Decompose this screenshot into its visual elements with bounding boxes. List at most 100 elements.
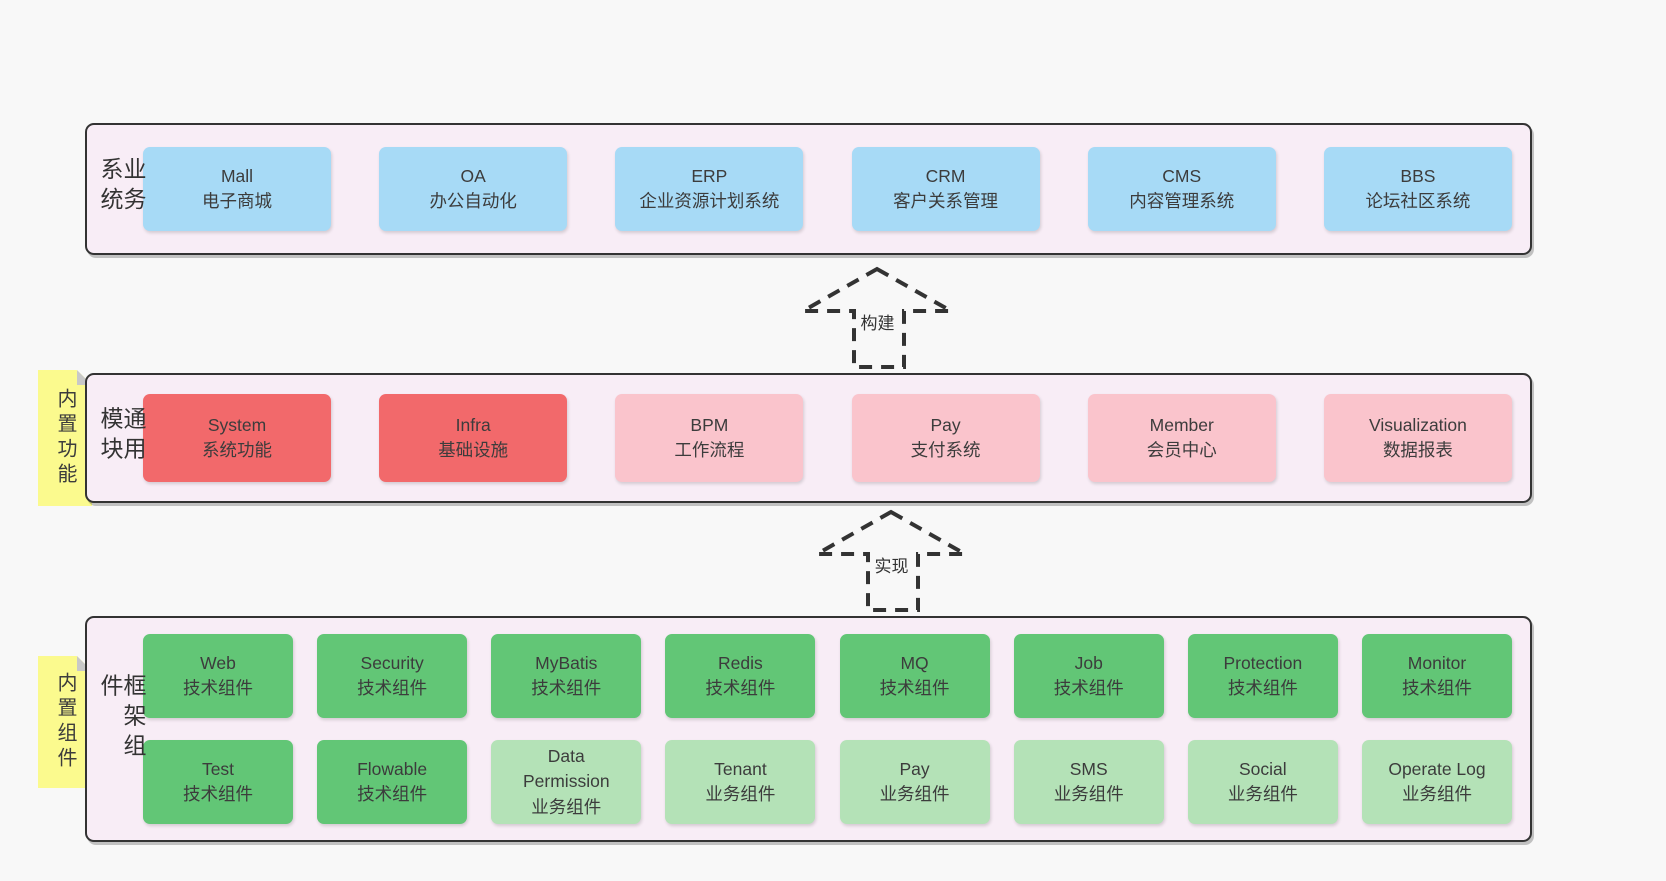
box-subtitle: 技术组件 xyxy=(183,784,253,804)
components-row-1: Web 技术组件 Security 技术组件 MyBatis 技术组件 Redi… xyxy=(143,634,1512,718)
box-erp: ERP 企业资源计划系统 xyxy=(615,147,804,231)
box-name: BBS xyxy=(1400,165,1436,186)
box-name: Visualization xyxy=(1368,414,1467,435)
box-name: Social xyxy=(1239,758,1287,779)
box-subtitle: 技术组件 xyxy=(879,678,950,698)
box-subtitle: 业务组件 xyxy=(879,784,950,804)
box-pay-component: Pay 业务组件 xyxy=(839,740,990,824)
box-subtitle: 基础设施 xyxy=(438,440,509,460)
box-job: Job 技术组件 xyxy=(1013,634,1164,718)
box-crm: CRM 客户关系管理 xyxy=(851,147,1040,231)
box-mybatis: MyBatis 技术组件 xyxy=(491,634,642,718)
box-protection: Protection 技术组件 xyxy=(1187,634,1338,718)
box-sms: SMS 业务组件 xyxy=(1013,740,1164,824)
band-common-modules: 通用模块 System 系统功能 Infra 基础设施 BPM 工作流程 Pay… xyxy=(85,373,1532,503)
note-built-in-features-label: 内置功能 xyxy=(54,388,76,488)
box-name: Operate Log xyxy=(1388,758,1486,779)
box-visualization: Visualization 数据报表 xyxy=(1323,394,1512,482)
box-subtitle: 内容管理系统 xyxy=(1129,191,1235,211)
box-subtitle: 支付系统 xyxy=(910,440,981,460)
box-mq: MQ 技术组件 xyxy=(839,634,990,718)
box-subtitle: 技术组件 xyxy=(705,678,776,698)
box-pay-module: Pay 支付系统 xyxy=(851,394,1040,482)
box-monitor: Monitor 技术组件 xyxy=(1361,634,1512,718)
box-subtitle: 电子商城 xyxy=(202,191,272,211)
box-infra: Infra 基础设施 xyxy=(379,394,568,482)
box-subtitle: 技术组件 xyxy=(183,678,253,698)
box-data-permission: Data Permission 业务组件 xyxy=(491,740,642,824)
box-subtitle: 会员中心 xyxy=(1146,440,1217,460)
box-name: Test xyxy=(201,758,235,779)
box-name: MyBatis xyxy=(535,652,598,673)
band-business-systems: 业务系统 Mall 电子商城 OA 办公自动化 ERP 企业资源计划系统 CRM… xyxy=(85,123,1532,255)
arrow-build-label: 构建 xyxy=(859,309,896,334)
box-name: Job xyxy=(1074,652,1103,673)
box-subtitle: 业务组件 xyxy=(705,784,776,804)
box-subtitle: 技术组件 xyxy=(1401,678,1472,698)
box-subtitle: 业务组件 xyxy=(1227,784,1298,804)
box-name: BPM xyxy=(690,414,729,435)
box-name: Flowable xyxy=(357,758,428,779)
band-label-framework-components: 框架组件 xyxy=(97,673,146,764)
box-redis: Redis 技术组件 xyxy=(665,634,816,718)
box-subtitle: 系统功能 xyxy=(202,440,272,460)
box-subtitle: 数据报表 xyxy=(1382,440,1453,460)
box-web: Web 技术组件 xyxy=(143,634,293,718)
band-business-content: Mall 电子商城 OA 办公自动化 ERP 企业资源计划系统 CRM 客户关系… xyxy=(143,147,1512,231)
band-label-common-modules: 通用模块 xyxy=(97,406,146,467)
box-security: Security 技术组件 xyxy=(317,634,468,718)
note-built-in-features: 内置功能 xyxy=(38,370,92,506)
box-mall: Mall 电子商城 xyxy=(143,147,331,231)
box-name: Pay xyxy=(899,758,930,779)
components-rows: Web 技术组件 Security 技术组件 MyBatis 技术组件 Redi… xyxy=(143,634,1512,824)
box-oa: OA 办公自动化 xyxy=(379,147,568,231)
arrow-implement: 实现 xyxy=(814,508,969,614)
box-subtitle: 论坛社区系统 xyxy=(1365,191,1471,211)
box-subtitle: 技术组件 xyxy=(1227,678,1298,698)
band-modules-content: System 系统功能 Infra 基础设施 BPM 工作流程 Pay 支付系统… xyxy=(143,394,1512,482)
box-name: Member xyxy=(1149,414,1214,435)
box-subtitle: 技术组件 xyxy=(1053,678,1124,698)
box-name: Monitor xyxy=(1407,652,1467,673)
box-name: CRM xyxy=(925,165,966,186)
up-arrow-icon xyxy=(800,266,955,369)
band-label-business-systems: 业务系统 xyxy=(97,157,146,217)
note-built-in-components-label: 内置组件 xyxy=(54,672,76,772)
band-components-content: Web 技术组件 Security 技术组件 MyBatis 技术组件 Redi… xyxy=(143,634,1512,824)
box-system: System 系统功能 xyxy=(143,394,331,482)
box-name: OA xyxy=(460,165,486,186)
box-subtitle: 技术组件 xyxy=(357,784,428,804)
box-member: Member 会员中心 xyxy=(1087,394,1276,482)
box-bpm: BPM 工作流程 xyxy=(615,394,804,482)
box-subtitle: 业务组件 xyxy=(1401,784,1472,804)
box-flowable: Flowable 技术组件 xyxy=(317,740,468,824)
box-name: ERP xyxy=(691,165,728,186)
box-name: SMS xyxy=(1069,758,1108,779)
box-subtitle: 办公自动化 xyxy=(429,191,517,211)
box-name: Pay xyxy=(930,414,961,435)
box-name: Redis xyxy=(718,652,763,673)
box-name: System xyxy=(207,414,267,435)
box-subtitle: 业务组件 xyxy=(531,796,602,817)
box-name: Data Permission xyxy=(523,745,610,792)
components-row-2: Test 技术组件 Flowable 技术组件 Data Permission … xyxy=(143,740,1512,824)
box-bbs: BBS 论坛社区系统 xyxy=(1323,147,1512,231)
box-name: CMS xyxy=(1162,165,1202,186)
box-subtitle: 工作流程 xyxy=(674,440,745,460)
box-cms: CMS 内容管理系统 xyxy=(1087,147,1276,231)
arrow-implement-label: 实现 xyxy=(873,552,910,577)
box-name: Mall xyxy=(220,165,254,186)
note-built-in-components: 内置组件 xyxy=(38,656,92,788)
box-tenant: Tenant 业务组件 xyxy=(665,740,816,824)
band-framework-components: 框架组件 Web 技术组件 Security 技术组件 MyBatis 技术组件… xyxy=(85,616,1532,842)
box-name: Infra xyxy=(455,414,491,435)
box-subtitle: 客户关系管理 xyxy=(893,191,999,211)
box-social: Social 业务组件 xyxy=(1187,740,1338,824)
box-name: Security xyxy=(360,652,424,673)
box-name: MQ xyxy=(900,652,929,673)
arrow-build: 构建 xyxy=(800,265,955,371)
box-name: Web xyxy=(200,652,236,673)
box-subtitle: 企业资源计划系统 xyxy=(639,191,780,211)
box-subtitle: 技术组件 xyxy=(531,678,602,698)
